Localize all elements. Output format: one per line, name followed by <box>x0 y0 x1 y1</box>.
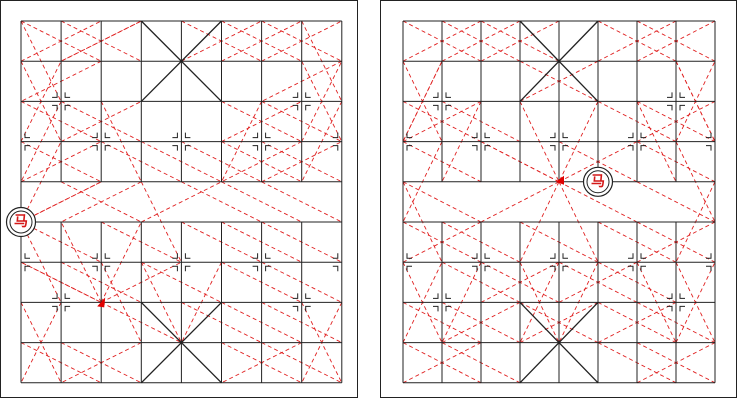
guide-line <box>181 181 262 223</box>
position-marker <box>628 253 646 272</box>
guide-line <box>261 181 343 223</box>
target-arrow-icon <box>556 175 564 185</box>
palace-diagonals <box>519 20 599 384</box>
position-marker <box>92 253 111 272</box>
position-marker <box>433 92 451 111</box>
piece-label: 马 <box>14 214 28 230</box>
horse-piece[interactable]: 马 <box>5 206 37 238</box>
guide-line <box>558 181 638 223</box>
position-marker <box>172 253 191 272</box>
guide-line <box>636 181 716 223</box>
palace-diagonal <box>519 20 599 102</box>
guide-line <box>221 181 302 223</box>
position-marker <box>472 253 490 272</box>
position-marker <box>667 293 685 312</box>
position-marker <box>433 293 451 312</box>
board-grid <box>402 20 716 384</box>
palace-diagonal <box>519 301 599 384</box>
left-board-panel: 马 <box>0 0 358 398</box>
guide-line <box>141 181 222 223</box>
position-marker <box>550 253 568 272</box>
position-marker <box>252 132 271 151</box>
position-marker <box>472 132 490 151</box>
guide-line <box>20 181 102 223</box>
piece-inner-ring <box>586 170 610 194</box>
position-marker <box>628 132 646 151</box>
palace-diagonal <box>140 301 222 384</box>
right-board[interactable]: 马 <box>381 1 737 399</box>
position-marker <box>332 132 339 151</box>
position-marker <box>292 92 311 111</box>
position-markers <box>406 92 712 312</box>
guide-line <box>402 181 482 223</box>
palace-diagonals <box>140 20 222 384</box>
position-marker <box>24 253 30 272</box>
position-marker <box>24 132 30 151</box>
right-board-panel: 马 <box>380 0 737 398</box>
position-marker <box>52 92 71 111</box>
position-markers <box>24 92 339 312</box>
position-marker <box>252 253 271 272</box>
position-marker <box>706 132 712 151</box>
left-board[interactable]: 马 <box>1 1 359 399</box>
guide-line <box>60 181 142 223</box>
position-marker <box>667 92 685 111</box>
position-marker <box>292 293 311 312</box>
horse-piece[interactable]: 马 <box>582 166 614 197</box>
palace-diagonal <box>140 20 222 102</box>
position-marker <box>92 132 111 151</box>
position-marker <box>406 132 412 151</box>
position-marker <box>52 293 71 312</box>
position-marker <box>706 253 712 272</box>
piece-label: 马 <box>591 174 605 190</box>
target-arrow-icon <box>97 297 106 308</box>
guide-line <box>480 181 560 223</box>
board-grid <box>20 20 343 384</box>
position-marker <box>406 253 412 272</box>
piece-inner-ring <box>9 210 33 234</box>
position-marker <box>550 132 568 151</box>
position-marker <box>172 132 191 151</box>
position-marker <box>332 253 339 272</box>
